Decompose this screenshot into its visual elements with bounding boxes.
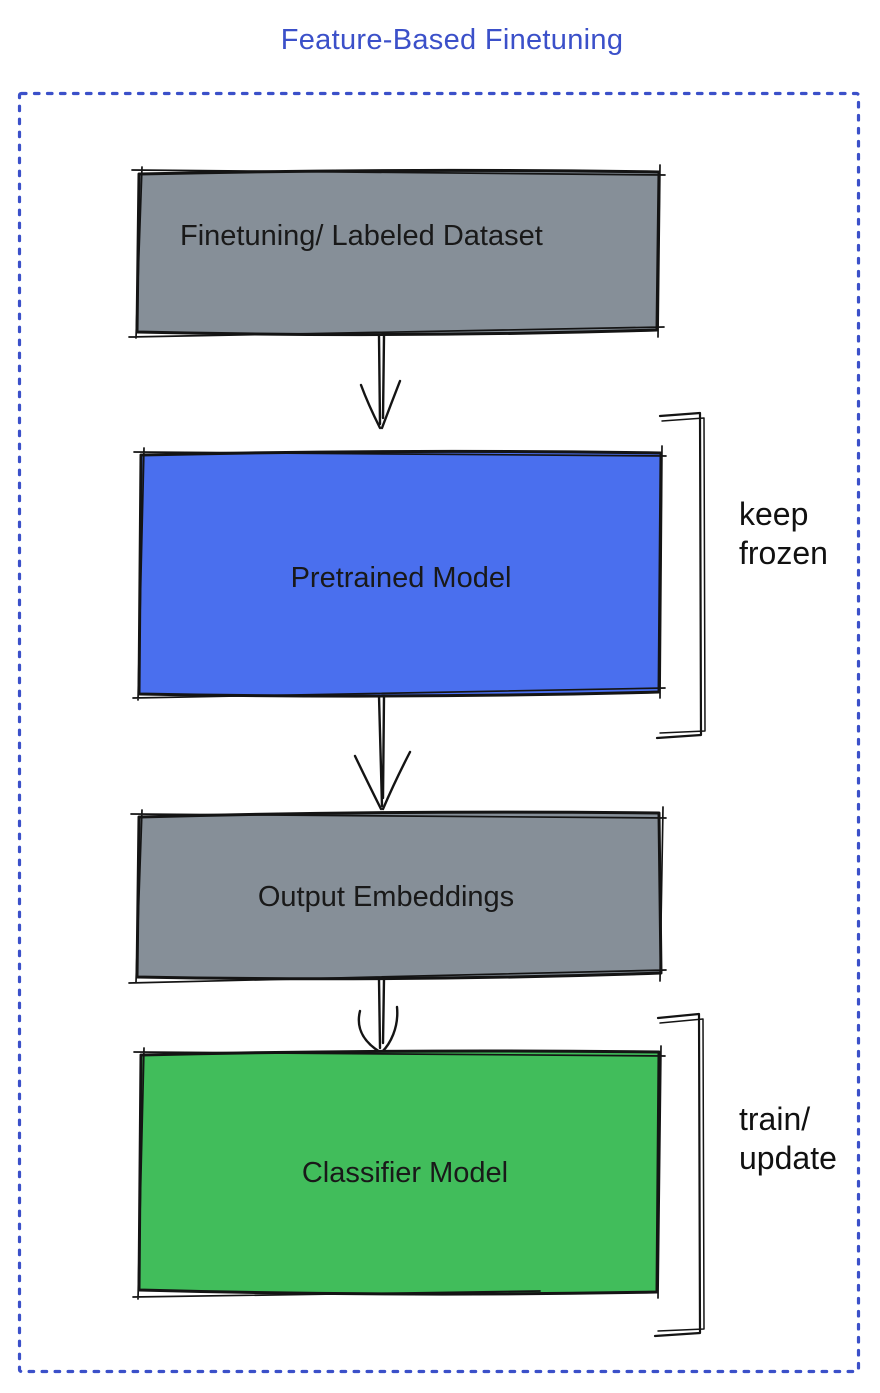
annotation-keep-frozen: keep frozen bbox=[739, 495, 828, 573]
arrow-pretrained-to-embeddings bbox=[353, 694, 412, 811]
bracket-keep-frozen bbox=[655, 411, 706, 740]
box-label-pretrained-model: Pretrained Model bbox=[290, 562, 512, 594]
annotation-train-update-line1: train/ bbox=[739, 1101, 811, 1137]
box-pretrained-model-shape bbox=[132, 445, 667, 701]
box-output-embeddings-shape bbox=[128, 806, 667, 984]
diagram-title: Feature-Based Finetuning bbox=[280, 24, 624, 56]
annotation-train-update-line2: update bbox=[739, 1140, 837, 1176]
box-finetuning-dataset-shape bbox=[128, 164, 666, 339]
annotation-keep-frozen-line2: frozen bbox=[739, 535, 828, 571]
box-classifier-model-shape bbox=[132, 1045, 666, 1300]
arrow-embeddings-to-classifier bbox=[357, 977, 399, 1054]
annotation-keep-frozen-line1: keep bbox=[739, 496, 809, 532]
arrow-dataset-to-pretrained bbox=[359, 334, 402, 430]
dashed-boundary bbox=[17, 91, 861, 1374]
annotation-train-update: train/ update bbox=[739, 1100, 837, 1178]
box-label-classifier-model: Classifier Model bbox=[301, 1157, 509, 1189]
bracket-train-update bbox=[653, 1012, 705, 1338]
box-label-output-embeddings: Output Embeddings bbox=[257, 881, 515, 913]
box-label-finetuning-dataset: Finetuning/ Labeled Dataset bbox=[180, 220, 543, 252]
